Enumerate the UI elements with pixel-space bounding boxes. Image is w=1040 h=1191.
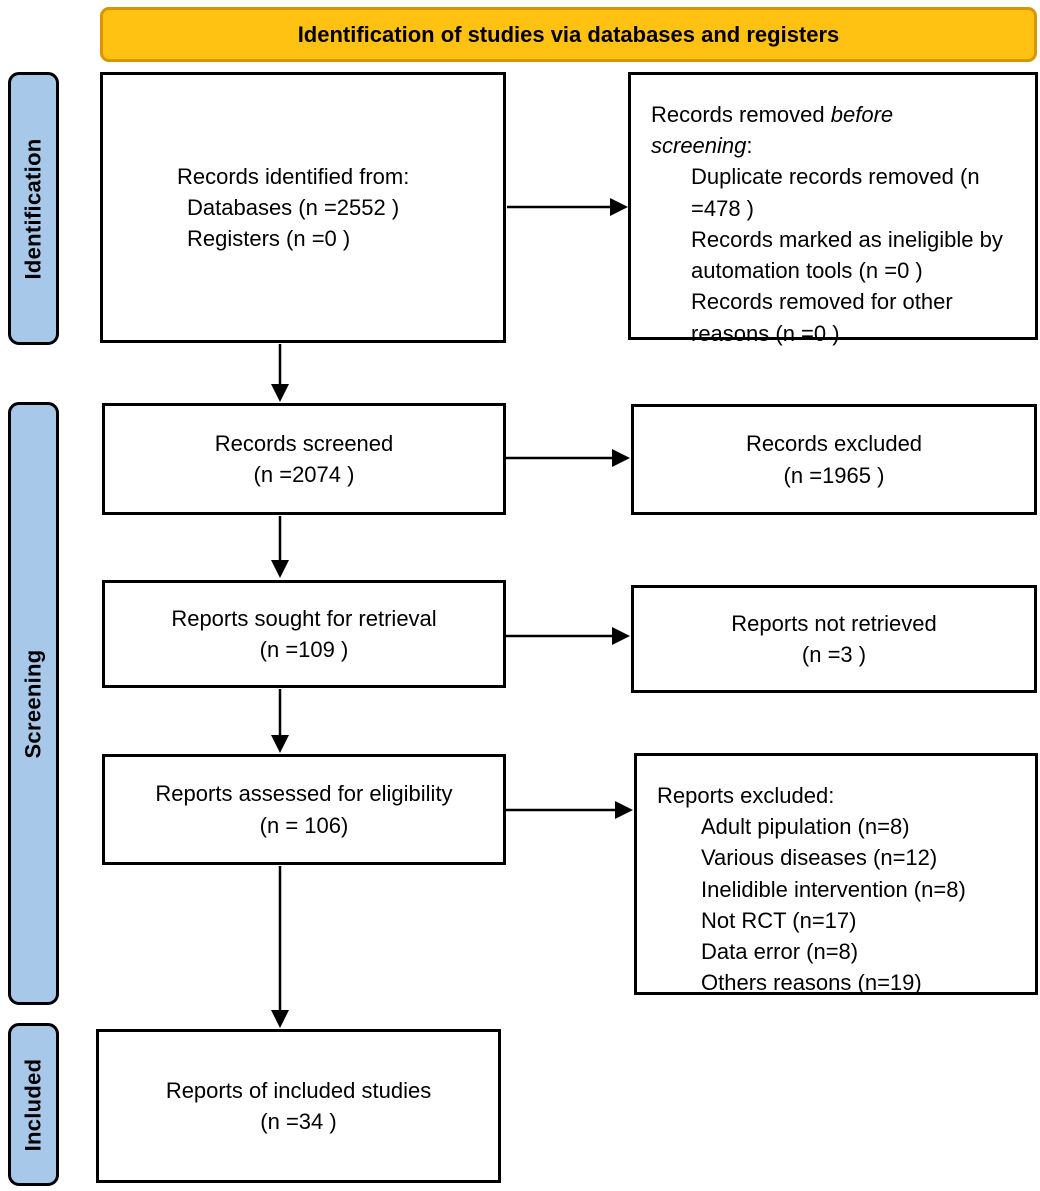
records-screened-label: Records screened bbox=[214, 430, 394, 456]
box-included-studies: Reports of included studies (n =34 ) bbox=[96, 1029, 501, 1183]
stage-label-screening: Screening bbox=[8, 402, 59, 1005]
reports-excluded-item-diseases: Various diseases (n=12) bbox=[701, 845, 938, 871]
included-studies-count: (n =34 ) bbox=[260, 1109, 337, 1134]
reports-sought-count: (n =109 ) bbox=[259, 637, 349, 662]
records-identified-line: Records identified from: bbox=[177, 163, 410, 189]
arrow-screened-to-sought bbox=[271, 516, 289, 578]
reports-not-retrieved-count: (n =3 ) bbox=[801, 642, 867, 667]
stage-label-identification-text: Identification bbox=[20, 137, 46, 280]
reports-excluded-item-not-rct: Not RCT (n=17) bbox=[701, 907, 857, 933]
records-identified-registers: Registers (n =0 ) bbox=[187, 226, 351, 252]
records-removed-item-other: Records removed for other reasons (n =0 … bbox=[691, 289, 953, 346]
reports-sought-label: Reports sought for retrieval bbox=[171, 605, 437, 631]
box-reports-sought: Reports sought for retrieval (n =109 ) bbox=[102, 580, 506, 688]
arrow-sought-to-not-retrieved bbox=[506, 627, 630, 645]
records-excluded-count: (n =1965 ) bbox=[783, 462, 885, 488]
box-records-screened: Records screened (n =2074 ) bbox=[102, 403, 506, 515]
records-screened-count: (n =2074 ) bbox=[253, 462, 355, 487]
box-reports-assessed: Reports assessed for eligibility (n = 10… bbox=[102, 754, 506, 865]
stage-label-screening-text: Screening bbox=[20, 648, 46, 759]
box-reports-excluded: Reports excluded: Adult pipulation (n=8)… bbox=[634, 753, 1038, 995]
reports-excluded-item-data-error: Data error (n=8) bbox=[701, 939, 859, 965]
arrow-assessed-to-included bbox=[271, 866, 289, 1028]
box-reports-not-retrieved: Reports not retrieved (n =3 ) bbox=[631, 585, 1037, 693]
arrow-screened-to-excluded bbox=[506, 449, 630, 467]
reports-assessed-label: Reports assessed for eligibility bbox=[155, 781, 453, 807]
reports-assessed-count: (n = 106) bbox=[259, 812, 349, 838]
records-removed-item-duplicates: Duplicate records removed (n =478 ) bbox=[691, 164, 980, 221]
stage-label-identification: Identification bbox=[8, 72, 59, 345]
arrow-identified-to-screened bbox=[271, 344, 289, 402]
stage-label-included: Included bbox=[8, 1023, 59, 1186]
box-records-identified: Records identified from: Databases (n =2… bbox=[100, 72, 506, 343]
banner-title: Identification of studies via databases … bbox=[100, 7, 1037, 62]
banner-title-text: Identification of studies via databases … bbox=[297, 21, 840, 47]
records-removed-item-automation: Records marked as ineligible by automati… bbox=[691, 226, 1003, 284]
reports-excluded-item-population: Adult pipulation (n=8) bbox=[701, 814, 910, 840]
arrow-assessed-to-reports-excluded bbox=[506, 801, 633, 819]
arrow-sought-to-assessed bbox=[271, 689, 289, 753]
stage-label-included-text: Included bbox=[20, 1058, 46, 1151]
records-identified-databases: Databases (n =2552 ) bbox=[187, 194, 400, 220]
box-records-excluded: Records excluded (n =1965 ) bbox=[631, 404, 1037, 515]
included-studies-label: Reports of included studies bbox=[165, 1077, 432, 1103]
reports-excluded-item-intervention: Inelidible intervention (n=8) bbox=[701, 876, 966, 902]
reports-excluded-header: Reports excluded: bbox=[657, 783, 835, 808]
arrow-identified-to-removed bbox=[507, 198, 628, 216]
records-excluded-label: Records excluded bbox=[745, 431, 923, 457]
reports-excluded-item-others: Others reasons (n=19) bbox=[701, 970, 922, 996]
reports-not-retrieved-label: Reports not retrieved bbox=[731, 610, 937, 636]
